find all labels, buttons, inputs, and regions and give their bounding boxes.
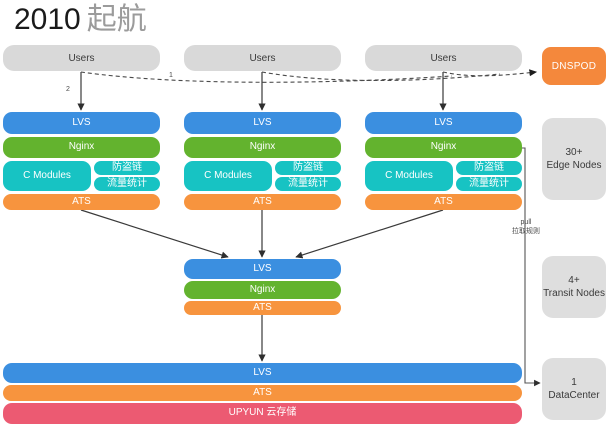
lvs-label: LVS	[253, 262, 272, 274]
datacenter-ats-bar[interactable]: ATS	[3, 385, 522, 401]
datacenter-storage-bar[interactable]: UPYUN 云存储	[3, 403, 522, 424]
dashed-dns-path-1	[80, 71, 453, 83]
pull-label-cn: 拉取规则	[512, 227, 540, 235]
lvs-label: LVS	[72, 116, 91, 128]
edge3-feature-antileech-bar[interactable]: 防盗链	[456, 161, 522, 175]
edge1-lvs-bar[interactable]: LVS	[3, 112, 160, 134]
edge1-ats-bar[interactable]: ATS	[3, 194, 160, 210]
lvs-label: LVS	[253, 116, 272, 128]
users-box-2[interactable]: Users	[184, 45, 341, 71]
panel-edge-nodes[interactable]: 30+ Edge Nodes	[542, 118, 606, 200]
edge3-ats-bar[interactable]: ATS	[365, 194, 522, 210]
transit-nginx-bar[interactable]: Nginx	[184, 281, 341, 299]
panel-text: 1 DataCenter	[548, 376, 599, 403]
title-subtitle: 起航	[86, 3, 147, 36]
feature-label: 防盗链	[474, 161, 504, 173]
nginx-label: Nginx	[249, 141, 276, 153]
edge1-nginx-bar[interactable]: Nginx	[3, 137, 160, 158]
edge2-feature-traffic-bar[interactable]: 流量统计	[275, 177, 341, 191]
transit-lvs-bar[interactable]: LVS	[184, 259, 341, 279]
edge2-nginx-bar[interactable]: Nginx	[184, 137, 341, 158]
panel-transit-nodes[interactable]: 4+ Transit Nodes	[542, 256, 606, 318]
c-modules-label: C Modules	[385, 169, 433, 181]
feature-label: 流量统计	[469, 177, 509, 189]
feature-label: 流量统计	[288, 177, 328, 189]
edge3-feature-traffic-bar[interactable]: 流量统计	[456, 177, 522, 191]
nginx-label: Nginx	[249, 283, 276, 295]
users-label: Users	[430, 52, 457, 64]
panel-line-1: 30+	[565, 146, 583, 158]
edge3-c-modules-bar[interactable]: C Modules	[365, 161, 453, 191]
edge2-feature-antileech-bar[interactable]: 防盗链	[275, 161, 341, 175]
panel-datacenter[interactable]: 1 DataCenter	[542, 358, 606, 420]
storage-label: UPYUN 云存储	[228, 407, 297, 419]
nginx-label: Nginx	[68, 141, 95, 153]
users-label: Users	[249, 52, 276, 64]
ats-label: ATS	[434, 195, 453, 207]
ats-label: ATS	[253, 386, 272, 398]
c-modules-label: C Modules	[23, 169, 71, 181]
datacenter-lvs-bar[interactable]: LVS	[3, 363, 522, 383]
edge2-c-modules-bar[interactable]: C Modules	[184, 161, 272, 191]
feature-label: 防盗链	[112, 161, 142, 173]
panel-line-1: 4+	[568, 274, 580, 286]
panel-line-2: Edge Nodes	[546, 160, 602, 171]
users-box-3[interactable]: Users	[365, 45, 522, 71]
edge1-c-modules-bar[interactable]: C Modules	[3, 161, 91, 191]
edge2-ats-bar[interactable]: ATS	[184, 194, 341, 210]
panel-text: 4+ Transit Nodes	[543, 274, 605, 301]
c-modules-label: C Modules	[204, 169, 252, 181]
title-year: 2010	[14, 3, 81, 36]
lvs-label: LVS	[434, 116, 453, 128]
edge1-feature-antileech-bar[interactable]: 防盗链	[94, 161, 160, 175]
flow-label-1: 1	[169, 72, 173, 79]
panel-line-2: DataCenter	[548, 390, 600, 401]
dnspod-label: DNSPOD	[551, 60, 597, 72]
ats-label: ATS	[253, 195, 272, 207]
users-box-1[interactable]: Users	[3, 45, 160, 71]
lvs-label: LVS	[253, 366, 272, 378]
dnspod-box[interactable]: DNSPOD	[542, 47, 606, 85]
edge1-feature-traffic-bar[interactable]: 流量统计	[94, 177, 160, 191]
ats-label: ATS	[72, 195, 91, 207]
line-ats3-to-transit-lvs	[295, 209, 444, 259]
panel-text: 30+ Edge Nodes	[546, 146, 601, 173]
pull-label-en: pull	[520, 219, 532, 226]
flow-label-2: 2	[66, 86, 70, 93]
edge2-lvs-bar[interactable]: LVS	[184, 112, 341, 134]
users-label: Users	[68, 52, 95, 64]
panel-line-1: 1	[571, 376, 577, 388]
ats-label: ATS	[253, 301, 272, 313]
panel-line-2: Transit Nodes	[543, 288, 605, 299]
feature-label: 流量统计	[107, 177, 147, 189]
dashed-dns-path-3	[442, 69, 538, 77]
nginx-label: Nginx	[430, 141, 457, 153]
edge3-nginx-bar[interactable]: Nginx	[365, 137, 522, 158]
dashed-dns-path-2	[261, 71, 501, 82]
pull-rules-label: pull 拉取规则	[505, 219, 547, 237]
edge3-lvs-bar[interactable]: LVS	[365, 112, 522, 134]
transit-ats-bar[interactable]: ATS	[184, 301, 341, 315]
feature-label: 防盗链	[293, 161, 323, 173]
line-ats1-to-transit-lvs	[80, 209, 229, 259]
